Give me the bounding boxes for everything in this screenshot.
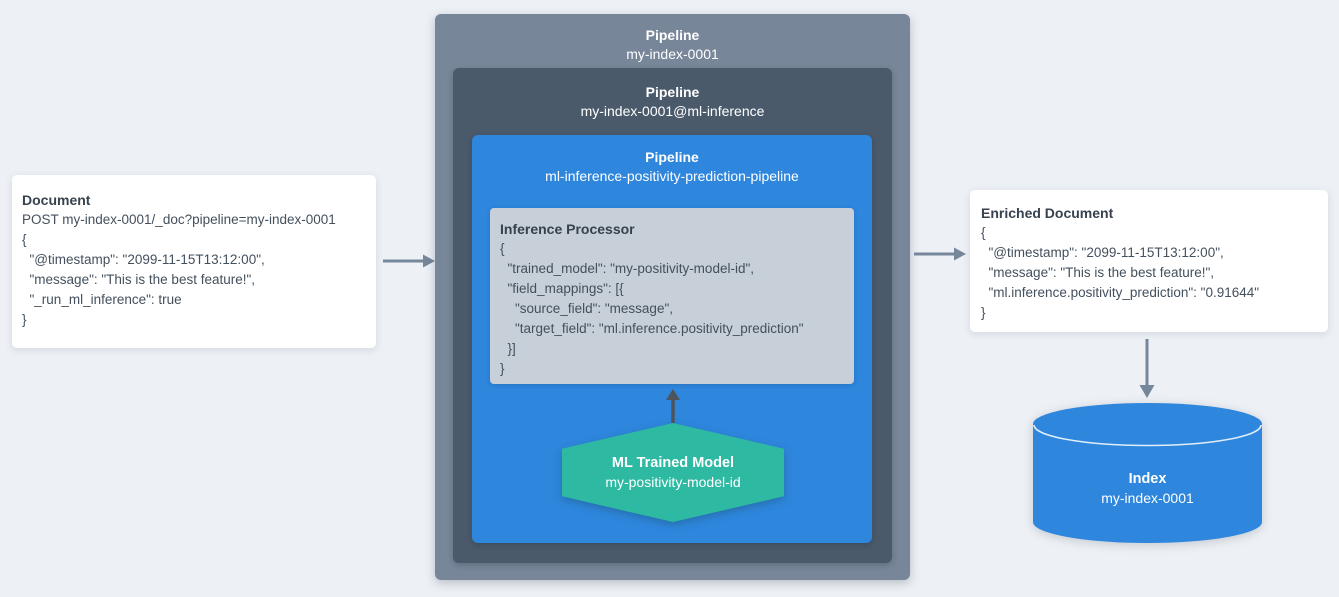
ml-trained-model-shape: ML Trained Model my-positivity-model-id [562,423,784,522]
code-line: "field_mappings": [{ [500,281,624,296]
ml-trained-model-label: ML Trained Model [611,455,735,471]
pipeline-outer-box: Pipeline my-index-0001 Pipeline my-index… [435,14,910,580]
pipeline-mid-name: my-index-0001@ml-inference [580,103,765,119]
code-line: } [981,305,986,320]
pipeline-mid-label: Pipeline [645,84,700,100]
code-line: "@timestamp": "2099-11-15T13:12:00", [22,252,265,267]
pipeline-inner-name: ml-inference-positivity-prediction-pipel… [545,168,799,184]
index-label-group: Index my-index-0001 [1033,445,1262,531]
pipeline-mid-header: Pipeline my-index-0001@ml-inference [453,68,892,121]
code-line: { [22,232,27,247]
code-line: }] [500,341,516,356]
document-card-title: Document [22,192,91,208]
pipeline-inner-header: Pipeline ml-inference-positivity-predict… [472,135,872,186]
code-line: "@timestamp": "2099-11-15T13:12:00", [981,245,1224,260]
model-to-processor-arrow-icon [666,389,680,423]
code-line: "message": "This is the best feature!", [22,272,256,287]
pipeline-outer-label: Pipeline [645,27,700,43]
document-to-pipeline-arrow-icon [383,254,435,268]
database-cylinder-icon [1033,403,1262,543]
inference-processor-title: Inference Processor [500,221,635,237]
code-line: "ml.inference.positivity_prediction": "0… [981,285,1260,300]
code-line: "message": "This is the best feature!", [981,265,1215,280]
ml-trained-model-hexagon: ML Trained Model my-positivity-model-id [562,423,784,522]
code-line: } [500,361,505,376]
code-line: POST my-index-0001/_doc?pipeline=my-inde… [22,212,336,227]
enriched-to-index-arrow-icon [1139,339,1155,398]
index-label: Index [1128,470,1167,487]
index-cylinder: Index my-index-0001 [1033,403,1262,543]
ml-trained-model-name: my-positivity-model-id [605,474,741,490]
pipeline-inner-box: Pipeline ml-inference-positivity-predict… [472,135,872,543]
inference-processor-code: { "trained_model": "my-positivity-model-… [500,239,848,379]
code-line: { [500,241,505,256]
code-line: "target_field": "ml.inference.positivity… [500,321,804,336]
enriched-document-title: Enriched Document [981,205,1114,221]
code-line: "trained_model": "my-positivity-model-id… [500,261,755,276]
code-line: } [22,312,27,327]
code-line: "source_field": "message", [500,301,673,316]
pipeline-to-enriched-arrow-icon [914,247,966,261]
pipeline-outer-header: Pipeline my-index-0001 [435,14,910,64]
code-line: "_run_ml_inference": true [22,292,182,307]
code-line: { [981,225,986,240]
pipeline-outer-name: my-index-0001 [626,46,719,62]
index-name: my-index-0001 [1101,489,1194,506]
enriched-document-card: Enriched Document { "@timestamp": "2099-… [970,190,1328,332]
document-card: Document POST my-index-0001/_doc?pipelin… [12,175,376,348]
enriched-document-code: { "@timestamp": "2099-11-15T13:12:00", "… [981,223,1320,323]
pipeline-mid-box: Pipeline my-index-0001@ml-inference Pipe… [453,68,892,563]
inference-processor-box: Inference Processor { "trained_model": "… [490,208,854,384]
pipeline-inner-label: Pipeline [645,149,699,165]
document-card-code: POST my-index-0001/_doc?pipeline=my-inde… [22,210,368,330]
